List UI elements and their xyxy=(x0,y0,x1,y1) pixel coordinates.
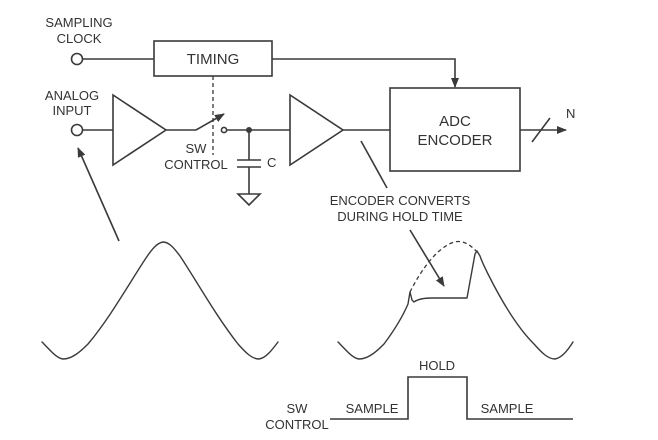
timing-sw-label-line1: SW xyxy=(287,401,309,416)
sample-label-right: SAMPLE xyxy=(481,401,534,416)
timing-to-adc-wire xyxy=(272,58,459,88)
annotation-leader-line xyxy=(360,140,388,189)
analog-input-terminal xyxy=(70,123,84,137)
switch-contact xyxy=(220,126,228,134)
unsampled-signal-dashed-curve xyxy=(409,240,478,293)
analog-input-label-line2: INPUT xyxy=(53,103,92,118)
annotation-line1: ENCODER CONVERTS xyxy=(330,193,471,208)
timing-sw-label-line2: CONTROL xyxy=(265,417,329,432)
analog-input-waveform xyxy=(41,241,279,360)
annotation-line2: DURING HOLD TIME xyxy=(337,209,463,224)
sw-control-label-line2: CONTROL xyxy=(164,157,228,172)
ground-icon xyxy=(236,193,262,207)
sampling-clock-label-line2: CLOCK xyxy=(57,31,102,46)
sw-control-timing-waveform xyxy=(330,376,573,420)
sampling-clock-label-line1: SAMPLING xyxy=(45,15,112,30)
sample-switch-lever xyxy=(195,113,225,131)
hold-label: HOLD xyxy=(419,358,455,373)
adc-label-line1: ADC xyxy=(439,113,471,130)
annotation-arrow xyxy=(409,229,445,287)
timing-label: TIMING xyxy=(187,51,240,68)
input-buffer-amplifier xyxy=(112,93,168,167)
sample-label-left: SAMPLE xyxy=(346,401,399,416)
capacitor-label: C xyxy=(267,155,276,170)
sampling-clock-terminal xyxy=(70,52,84,66)
held-output-waveform xyxy=(337,250,574,360)
hold-buffer-amplifier xyxy=(289,93,345,167)
output-bits-label: N xyxy=(566,106,575,121)
analog-input-label-line1: ANALOG xyxy=(45,88,99,103)
bus-width-slash xyxy=(531,117,551,143)
adc-label-line2: ENCODER xyxy=(417,132,492,149)
input-waveform-pointer-arrow xyxy=(77,147,120,242)
sw-control-label-line1: SW xyxy=(186,141,208,156)
